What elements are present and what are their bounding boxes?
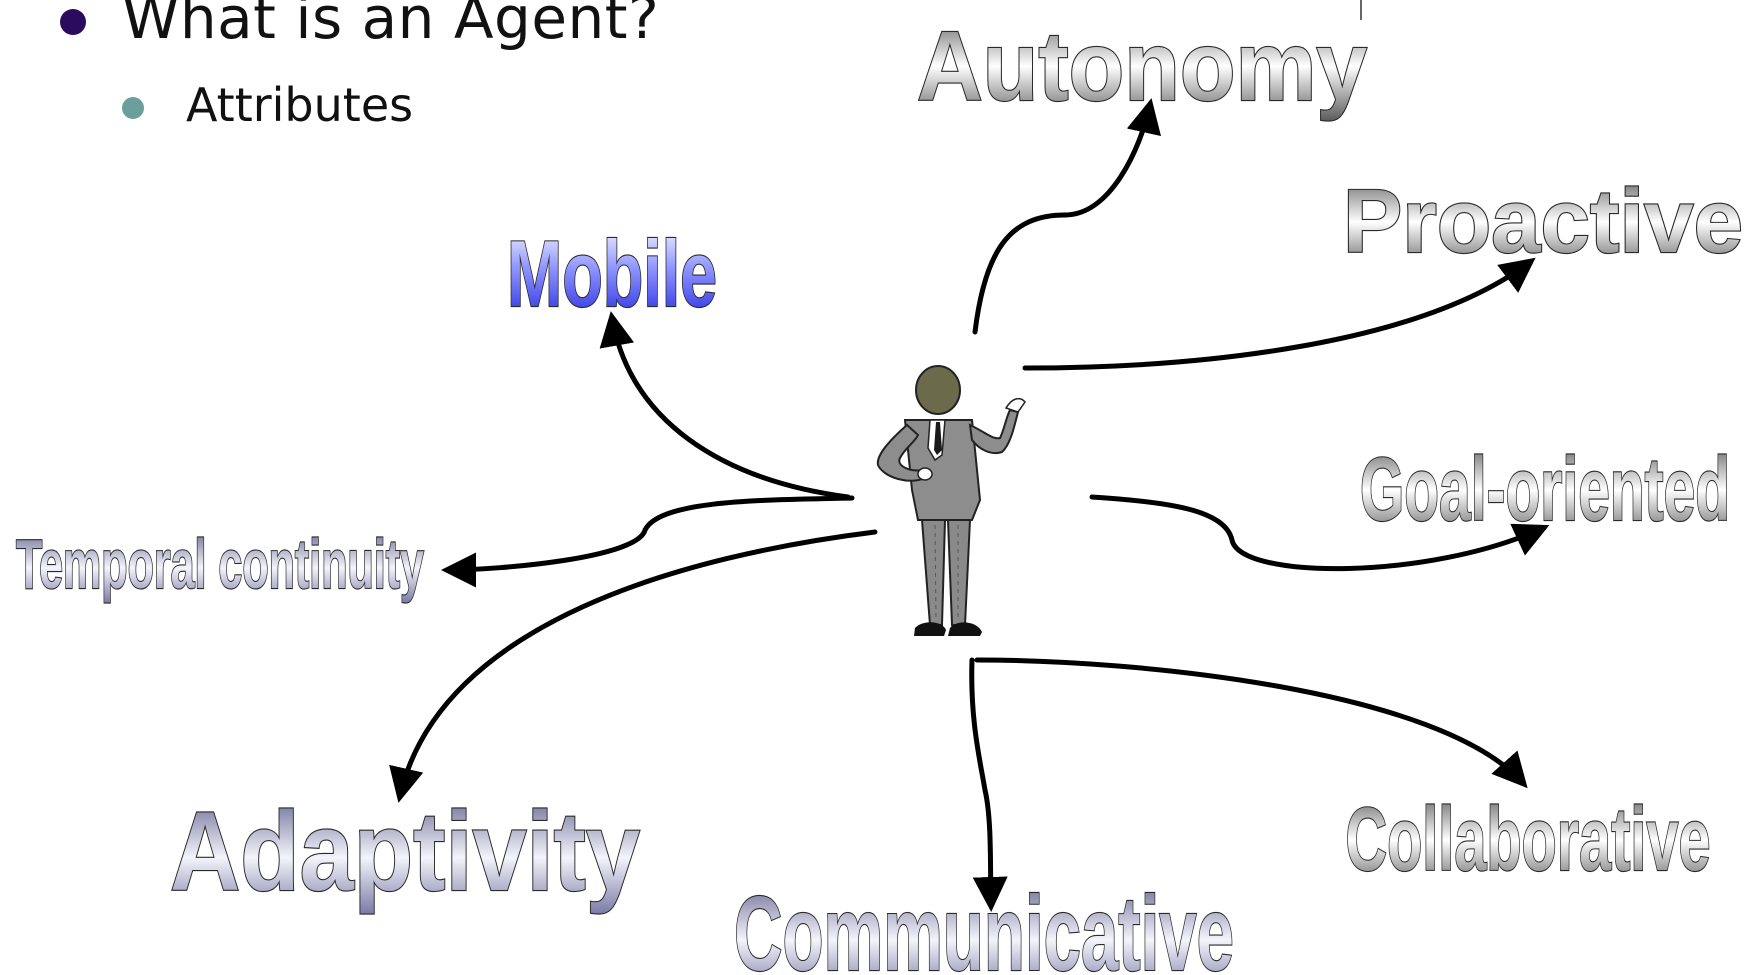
label-proactive: Proactive (1343, 172, 1743, 272)
label-communicative: Communicative (734, 875, 1234, 975)
arrow-temporal-continuity (441, 495, 855, 588)
arrow-collaborative (974, 657, 1528, 789)
arrow-proactive (1022, 257, 1536, 371)
arrow-goal-oriented (1089, 494, 1550, 572)
label-collaborative: Collaborative (1346, 790, 1711, 890)
bullet-dot-icon (60, 9, 86, 35)
slide-heading: What is an Agent? (122, 0, 660, 52)
arrow-autonomy (972, 98, 1161, 335)
sub-heading: Attributes (186, 78, 414, 132)
label-temporal-continuity: Temporal continuity (16, 525, 424, 603)
slide-edge-mark (1360, 0, 1362, 20)
label-goal-oriented: Goal-oriented (1360, 440, 1730, 540)
businessman-icon (876, 365, 1026, 636)
arrow-adaptivity (389, 529, 878, 803)
label-adaptivity: Adaptivity (170, 789, 640, 914)
bullet-level2: Attributes (122, 78, 413, 132)
arrow-communicative (969, 657, 1008, 912)
bullet-level1: What is an Agent? (60, 0, 659, 52)
arrow-mobile (599, 311, 851, 500)
label-autonomy: Autonomy (917, 11, 1367, 121)
sub-bullet-dot-icon (122, 97, 144, 119)
label-mobile: Mobile (507, 221, 717, 326)
